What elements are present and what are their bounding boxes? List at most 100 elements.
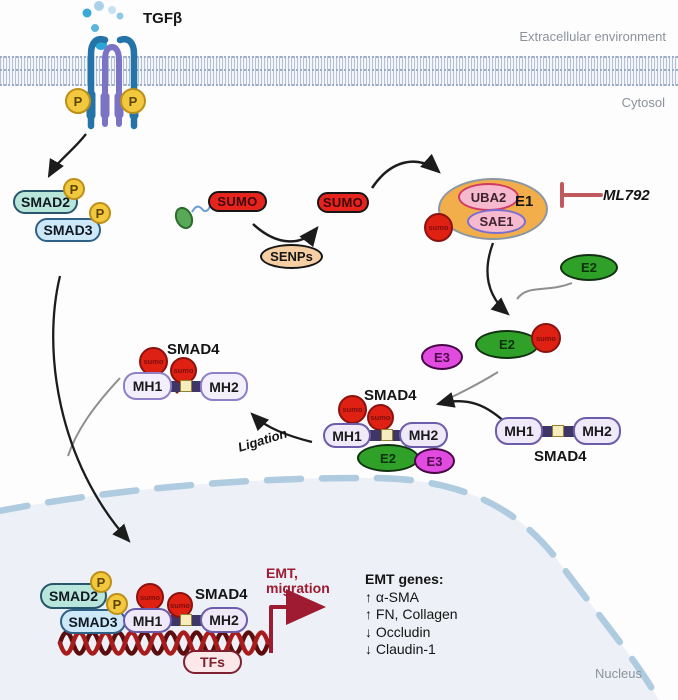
senp-maturation-arrow <box>252 223 319 248</box>
mh1-domain: MH1 <box>123 608 172 633</box>
e3-text: E3 <box>434 349 450 365</box>
phospho-text: P <box>95 205 105 221</box>
smad2-text: SMAD2 <box>48 588 98 604</box>
dna-helix <box>57 630 271 656</box>
nuclear-import-strand <box>67 377 121 457</box>
ml792-label: ML792 <box>603 187 650 204</box>
smad4-join-strand <box>451 371 499 398</box>
e2-join-strand <box>516 282 573 300</box>
sumo-precursor-pill: SUMO <box>208 191 267 212</box>
e2-charged-ellipse: E2 <box>475 330 539 359</box>
extracellular-label: Extracellular environment <box>519 29 666 44</box>
emt-gene-item: ↓ Claudin-1 <box>365 641 436 657</box>
e2-text: E2 <box>499 337 515 352</box>
sumo-small-text: sumo <box>169 600 190 610</box>
uba2-text: UBA2 <box>470 189 507 205</box>
nucleus-label: Nucleus <box>595 666 642 681</box>
mh1-text: MH1 <box>332 427 362 444</box>
sumo-small-badge: sumo <box>139 347 168 376</box>
sumo-text: SUMO <box>217 194 258 209</box>
e1-to-e2-arrow <box>486 242 510 316</box>
sae1-ellipse: SAE1 <box>467 209 526 234</box>
sumo-small-badge: sumo <box>170 357 197 384</box>
mh2-text: MH2 <box>209 612 239 628</box>
smad3-text: SMAD3 <box>68 613 118 630</box>
tgfb-label: TGFβ <box>143 10 183 27</box>
e3-ellipse: E3 <box>421 344 463 370</box>
e2-ellipse: E2 <box>560 254 618 281</box>
phospho-badge: P <box>63 178 85 200</box>
phospho-badge: P <box>120 88 146 114</box>
mh1-domain: MH1 <box>123 372 172 400</box>
emt-line1: EMT, <box>266 565 298 581</box>
emt-gene-item: ↓ Occludin <box>365 623 431 640</box>
sumo-small-badge: sumo <box>424 213 453 242</box>
mh1-text: MH1 <box>132 612 163 629</box>
ml792-inhibition-bar <box>560 182 603 208</box>
mh1-domain: MH1 <box>323 423 371 448</box>
e1-label: E1 <box>515 193 534 210</box>
phospho-badge: P <box>106 593 128 615</box>
mh2-text: MH2 <box>582 423 612 439</box>
tfs-pill: TFs <box>183 650 242 674</box>
sumo-small-text: sumo <box>428 223 449 232</box>
mh2-text: MH2 <box>209 378 239 395</box>
plasma-membrane <box>0 56 678 86</box>
smad4-linker-site <box>381 429 393 441</box>
smad4-label: SMAD4 <box>167 341 220 358</box>
sumo-to-e1-arrow <box>370 153 441 189</box>
smad2-text: SMAD2 <box>20 194 70 210</box>
sumo-small-text: sumo <box>535 333 556 343</box>
smad2-pill: SMAD2 <box>13 190 78 214</box>
nuclear-import-arrow <box>52 275 131 543</box>
emt-migration-label: EMT, migration <box>266 566 330 596</box>
smad4-label: SMAD4 <box>364 387 417 404</box>
smad3-pill: SMAD3 <box>35 218 101 242</box>
tgfb-ligand-dots <box>82 1 124 50</box>
mh2-text: MH2 <box>408 427 439 443</box>
smad3-text: SMAD3 <box>43 222 93 238</box>
sumo-text: SUMO <box>322 195 364 210</box>
phospho-text: P <box>128 93 138 109</box>
phospho-text: P <box>73 93 83 109</box>
receptor-activation-arrow <box>47 133 87 179</box>
sumo-small-text: sumo <box>342 405 363 414</box>
sumo-small-badge: sumo <box>136 583 164 611</box>
phospho-text: P <box>112 596 122 612</box>
phospho-badge: P <box>89 202 111 224</box>
senps-ellipse: SENPs <box>260 244 323 269</box>
mh1-text: MH1 <box>504 423 534 439</box>
phospho-text: P <box>96 574 106 590</box>
sumo-mature-pill: SUMO <box>317 192 369 213</box>
emt-line2: migration <box>266 580 330 596</box>
emt-gene-item: ↑ α-SMA <box>365 588 419 605</box>
mh2-domain: MH2 <box>399 422 448 448</box>
smad4-linker-site <box>180 380 192 392</box>
sumo-small-badge: sumo <box>531 323 561 353</box>
phospho-text: P <box>69 181 79 197</box>
smad4-linker-site <box>180 614 192 626</box>
sumo-small-text: sumo <box>139 592 160 602</box>
e2-text: E2 <box>581 260 597 275</box>
smad4-label: SMAD4 <box>534 448 587 465</box>
smad4-label: SMAD4 <box>195 586 248 603</box>
mh2-domain: MH2 <box>200 607 248 633</box>
uba2-ellipse: UBA2 <box>458 183 519 211</box>
senps-text: SENPs <box>270 249 313 264</box>
e2-text: E2 <box>380 450 396 466</box>
phospho-badge: P <box>90 571 112 593</box>
emt-genes-title: EMT genes: <box>365 571 444 587</box>
sumo-small-badge: sumo <box>338 395 367 424</box>
mh2-domain: MH2 <box>573 417 621 445</box>
e3-text: E3 <box>426 453 443 469</box>
mh2-domain: MH2 <box>200 372 248 401</box>
phospho-badge: P <box>65 88 91 114</box>
emt-genes-list: EMT genes: ↑ α-SMA ↑ FN, Collagen ↓ Occl… <box>365 571 458 659</box>
transcription-arrow <box>269 589 326 653</box>
sumo-small-badge: sumo <box>367 404 394 431</box>
mh1-domain: MH1 <box>495 417 543 445</box>
sumo-precursor-tail <box>174 203 212 230</box>
e2-bound-ellipse: E2 <box>357 444 419 472</box>
mh1-text: MH1 <box>132 378 163 394</box>
